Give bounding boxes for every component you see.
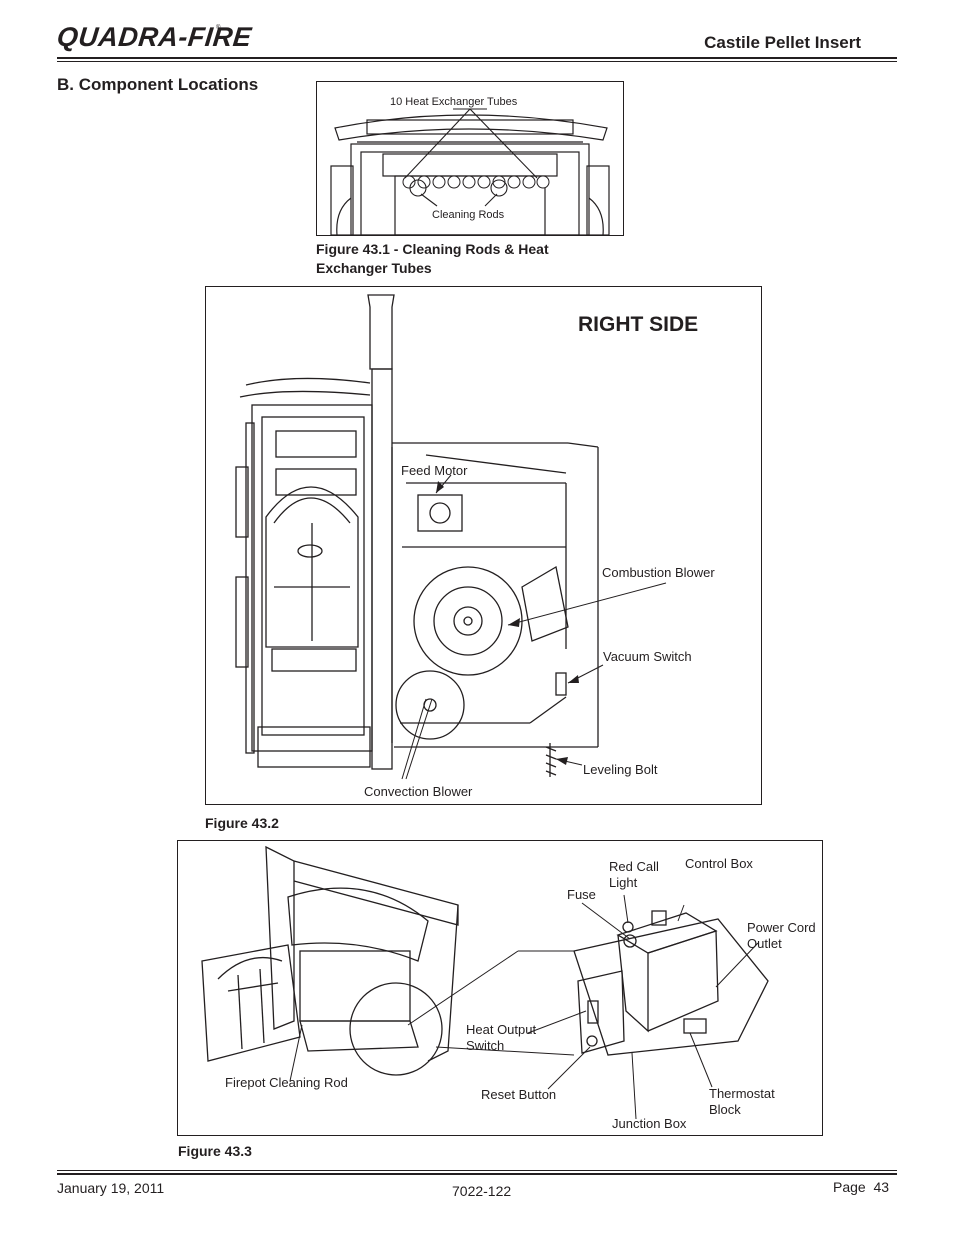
heat-exchanger-illustration: [330, 108, 610, 235]
footer-rule-thick: [57, 1173, 897, 1175]
label-fuse: Fuse: [567, 887, 596, 902]
label-firepot-cleaning-rod: Firepot Cleaning Rod: [225, 1075, 348, 1090]
figure-43-3: Red Call Light Control Box Fuse Power Co…: [177, 840, 823, 1136]
label-reset-button: Reset Button: [481, 1087, 557, 1102]
label-heat-exchanger-tubes: 10 Heat Exchanger Tubes: [390, 96, 518, 108]
label-combustion-blower: Combustion Blower: [602, 565, 715, 580]
footer-page-number: Page 43: [833, 1179, 890, 1195]
figure-43-1: 10 Heat Exchanger Tubes Cleaning Rods: [316, 81, 624, 236]
brand-logo: QUADRA-FIRE: [55, 22, 254, 52]
registered-mark: ®: [216, 25, 221, 31]
header-rule-thin: [57, 61, 897, 62]
label-junction-box: Junction Box: [612, 1116, 687, 1131]
section-title: B. Component Locations: [57, 75, 259, 94]
label-feed-motor: Feed Motor: [401, 463, 468, 478]
control-components-illustration: [201, 845, 769, 1120]
footer-date: January 19, 2011: [57, 1180, 165, 1196]
header-rule: [57, 57, 897, 59]
label-thermostat-block: Thermostat Block: [709, 1086, 775, 1117]
right-side-heading: RIGHT SIDE: [578, 313, 699, 336]
label-control-box: Control Box: [685, 856, 753, 871]
footer-doc-number: 7022-122: [452, 1183, 512, 1199]
label-convection-blower: Convection Blower: [364, 784, 473, 799]
label-leveling-bolt: Leveling Bolt: [583, 762, 658, 777]
figure-43-3-caption: Figure 43.3: [178, 1143, 252, 1159]
label-vacuum-switch: Vacuum Switch: [603, 649, 692, 664]
label-heat-output-switch: Heat Output Switch: [466, 1022, 537, 1053]
right-side-illustration: [235, 294, 667, 780]
product-title: Castile Pellet Insert: [704, 33, 861, 52]
figure-43-2-caption: Figure 43.2: [205, 815, 279, 831]
label-cleaning-rods: Cleaning Rods: [432, 209, 505, 221]
footer-rule: [57, 1170, 897, 1171]
label-red-call-light: Red Call Light: [609, 859, 659, 890]
label-power-cord-outlet: Power Cord Outlet: [747, 920, 816, 951]
figure-43-2: RIGHT SIDE Feed Motor Combustion Blower …: [205, 286, 762, 805]
figure-43-1-caption: Figure 43.1 - Cleaning Rods & Heat Excha…: [316, 241, 549, 276]
